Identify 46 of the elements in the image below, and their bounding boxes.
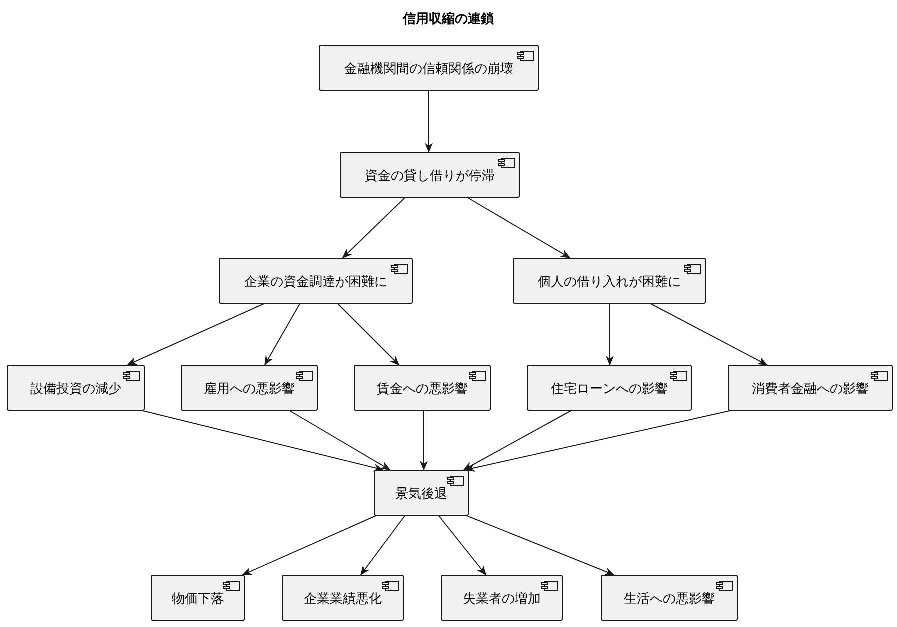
arrow	[290, 410, 391, 470]
arrow	[264, 304, 300, 366]
component-box	[181, 365, 318, 411]
node-label: 企業業績悪化	[304, 591, 382, 608]
arrow	[650, 304, 768, 366]
arrow	[465, 410, 730, 472]
component-box	[441, 575, 563, 621]
node-label: 失業者の増加	[463, 590, 541, 608]
arrow	[127, 304, 264, 366]
node-label: 物価下落	[172, 591, 224, 608]
arrow	[338, 304, 400, 366]
arrow	[463, 410, 572, 470]
arrow	[438, 516, 487, 576]
arrow	[606, 304, 614, 366]
component-box	[219, 258, 413, 304]
arrow	[468, 198, 571, 258]
arrow	[420, 410, 428, 471]
node-label: 金融機関間の信頼関係の崩壊	[344, 61, 514, 78]
component-box	[527, 365, 692, 411]
node-label: 賃金への悪影響	[377, 381, 468, 398]
component-box	[728, 365, 893, 411]
node-label: 個人の借り入れが困難に	[538, 274, 681, 291]
node-label: 設備投資の減少	[30, 381, 122, 398]
component-box	[319, 45, 539, 91]
component-box	[513, 258, 706, 304]
arrow	[242, 516, 376, 576]
diagram-title: 信用収縮の連鎖	[403, 12, 494, 27]
component-box	[151, 575, 245, 621]
arrow	[142, 410, 384, 472]
arrow	[425, 90, 433, 153]
node-label: 企業の資金調達が困難に	[244, 274, 388, 291]
component-box	[601, 575, 738, 621]
arrow	[360, 516, 406, 576]
component-box	[374, 470, 469, 516]
node-label: 消費者金融への影響	[752, 381, 869, 398]
component-box	[340, 152, 520, 198]
node-label: 住宅ローンへの影響	[551, 381, 668, 398]
node-label: 景気後退	[396, 486, 448, 503]
node-label: 資金の貸し借りが停滞	[365, 168, 495, 185]
arrow	[466, 516, 615, 576]
component-box	[7, 365, 145, 411]
component-box	[282, 575, 404, 621]
component-box	[354, 365, 491, 411]
node-label: 生活への悪影響	[624, 591, 715, 608]
arrow	[342, 198, 406, 259]
node-label: 雇用への悪影響	[204, 381, 295, 398]
